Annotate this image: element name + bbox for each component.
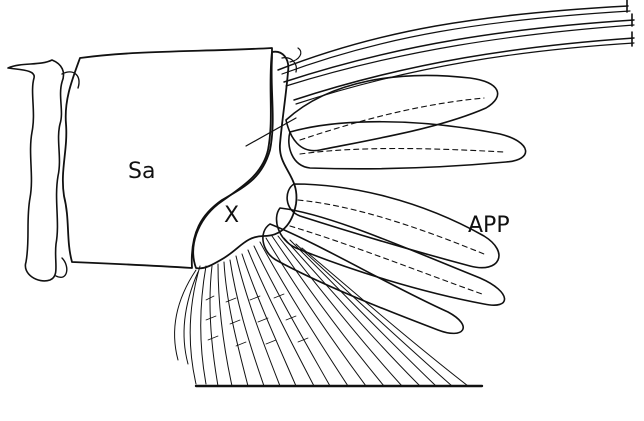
segment-sa — [63, 48, 273, 268]
label-app: APP — [468, 213, 510, 238]
label-sa: Sa — [128, 159, 155, 184]
label-x: X — [224, 203, 239, 228]
